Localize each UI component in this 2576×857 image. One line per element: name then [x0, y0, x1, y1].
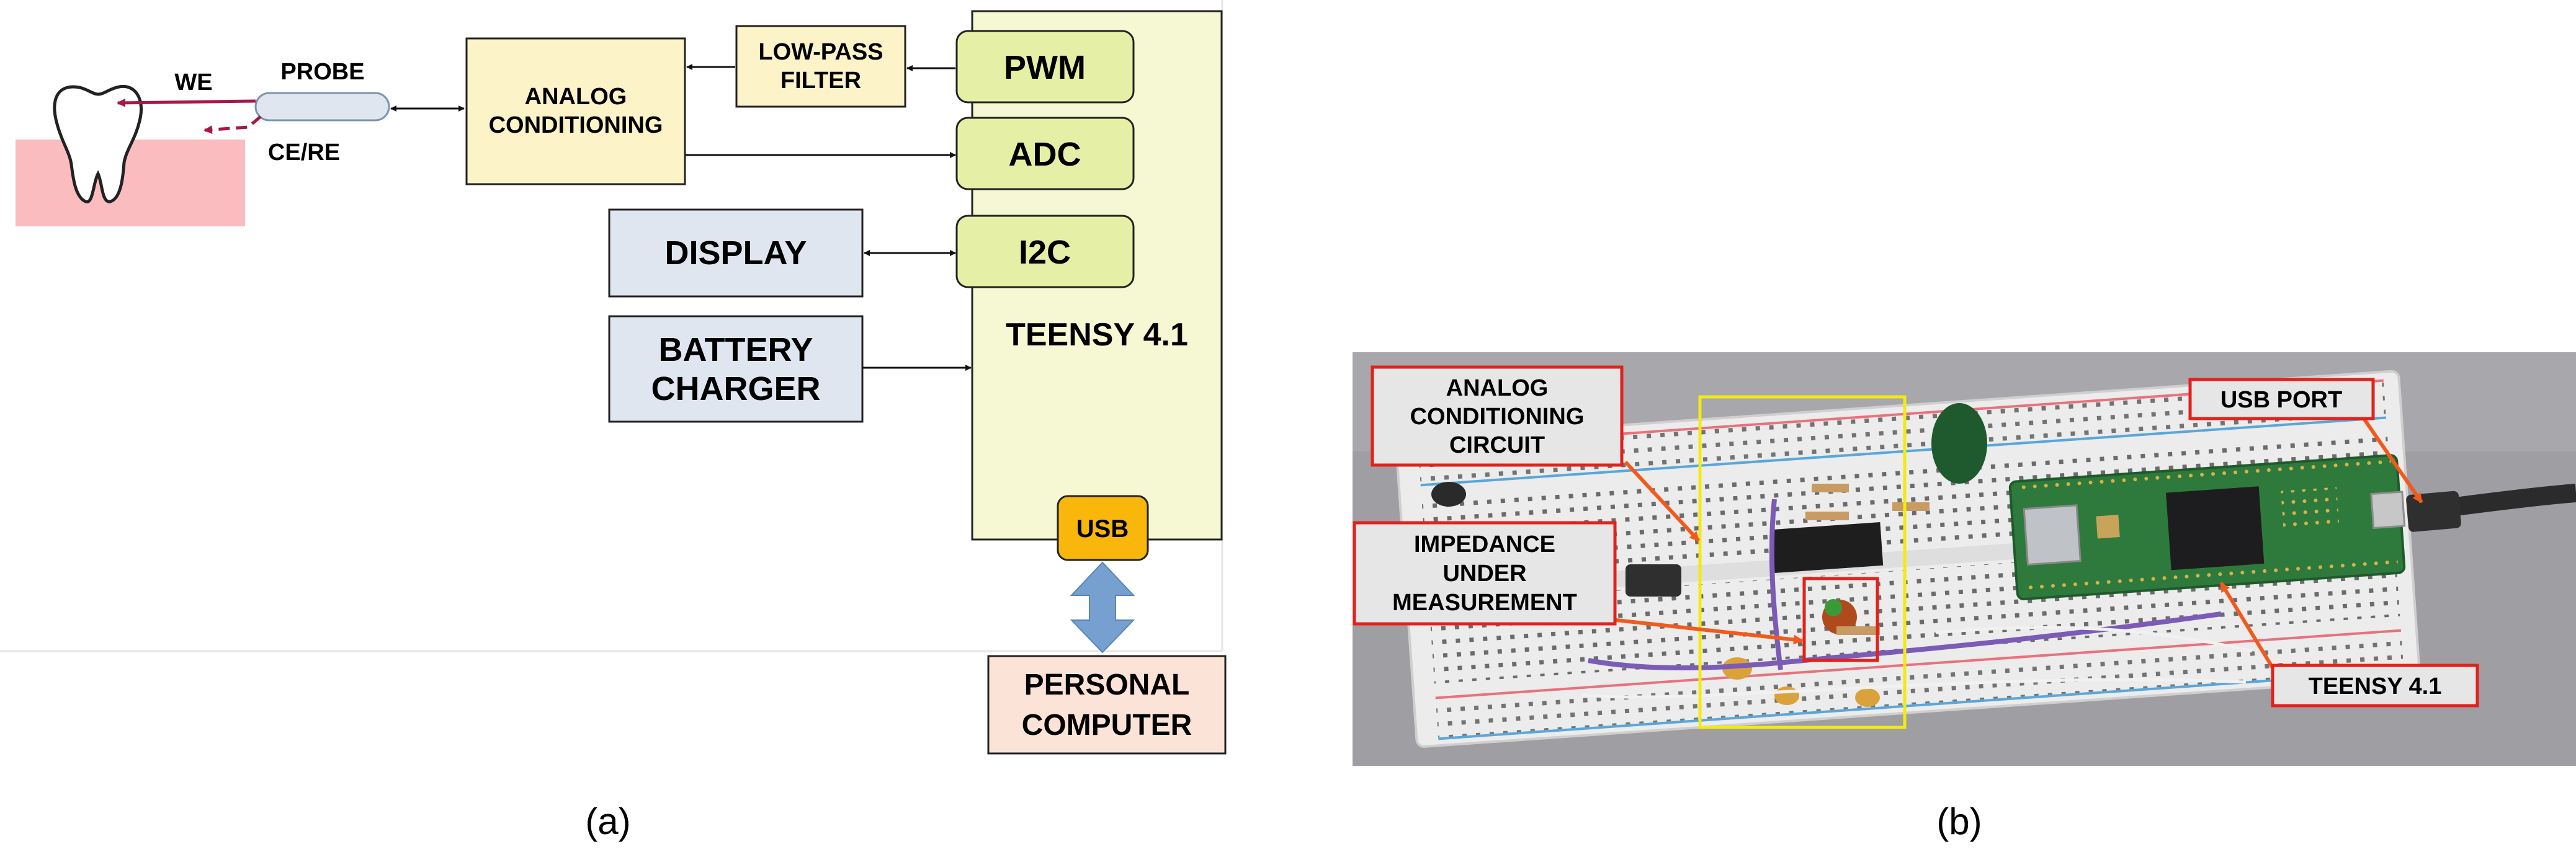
analog-circuit-highlight	[1698, 395, 1907, 729]
callout-impedance-line-2: UNDER	[1442, 561, 1526, 587]
battery-charger-label-1: BATTERY	[659, 331, 813, 368]
panel-a-block-diagram: WE PROBE CE/RE ANALOG CONDITIONING LOW-P…	[0, 0, 1227, 842]
callout-analog-line-1: ANALOG	[1446, 375, 1549, 401]
low-pass-filter-label-2: FILTER	[780, 68, 861, 94]
ic-chip	[1771, 522, 1884, 573]
callout-impedance	[1353, 521, 1617, 626]
callout-analog-line-3: CIRCUIT	[1449, 432, 1545, 458]
i2c-label: I2C	[1019, 234, 1071, 271]
teensy-board	[2008, 454, 2406, 601]
callout-impedance-line-3: MEASUREMENT	[1392, 590, 1577, 616]
callout-usb-port-label: USB PORT	[2220, 387, 2342, 413]
tooth-icon	[53, 84, 143, 203]
personal-computer-label-2: COMPUTER	[1022, 709, 1192, 742]
usb-link-arrow	[1070, 561, 1135, 654]
analog-conditioning-label-1: ANALOG	[525, 84, 627, 110]
we-arrow	[117, 98, 256, 107]
we-label: WE	[174, 69, 212, 95]
teensy-label: TEENSY 4.1	[1006, 317, 1188, 353]
panel-a-caption: (a)	[585, 801, 630, 842]
personal-computer-block	[987, 655, 1227, 755]
personal-computer-label-1: PERSONAL	[1024, 668, 1190, 701]
gum-tissue	[16, 140, 245, 226]
capacitor-green	[1931, 403, 1987, 484]
callout-analog-circuit	[1371, 365, 1624, 467]
callout-impedance-line-1: IMPEDANCE	[1414, 531, 1555, 557]
probe	[254, 92, 390, 122]
probe-label: PROBE	[280, 59, 364, 85]
ce-re-arrow	[203, 115, 262, 135]
analog-conditioning-label-2: CONDITIONING	[489, 112, 663, 138]
display-label: DISPLAY	[664, 234, 807, 272]
low-pass-filter-label-1: LOW-PASS	[758, 39, 883, 65]
callout-usb-port	[2188, 378, 2375, 420]
usb-block	[1057, 495, 1149, 561]
adc-pin	[955, 117, 1135, 190]
analog-conditioning-block	[465, 37, 686, 185]
callout-teensy	[2271, 664, 2479, 708]
usb-label: USB	[1076, 515, 1129, 543]
callout-teensy-label: TEENSY 4.1	[2309, 673, 2442, 699]
impedance-highlight	[1802, 577, 1879, 662]
battery-charger-label-2: CHARGER	[651, 370, 820, 407]
callout-analog-line-2: CONDITIONING	[1410, 404, 1585, 430]
panel-b-caption: (b)	[1936, 801, 1982, 842]
i2c-pin	[955, 215, 1135, 288]
pwm-pin	[955, 30, 1135, 104]
display-block	[608, 208, 864, 298]
pwm-label: PWM	[1004, 49, 1086, 86]
ce-re-label: CE/RE	[268, 140, 340, 166]
panel-b-photo: ANALOG CONDITIONING CIRCUIT IMPEDANCE UN…	[1353, 352, 2576, 842]
battery-charger-block	[608, 315, 864, 423]
low-pass-filter-block	[735, 25, 906, 108]
adc-label: ADC	[1009, 136, 1081, 173]
